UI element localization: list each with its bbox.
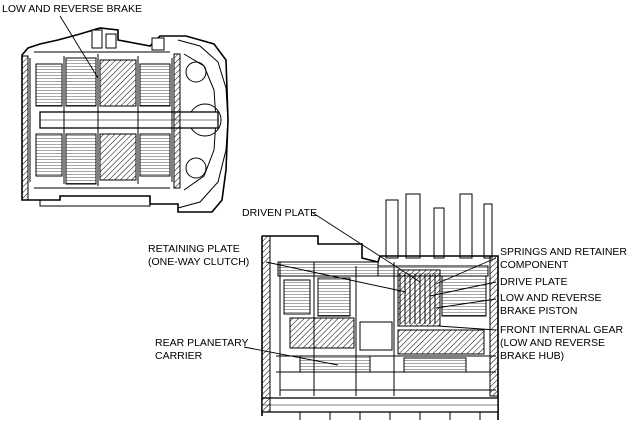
label-front-gear-line3: BRAKE HUB) [500,350,565,362]
detail-cross-section [261,193,499,420]
label-driven-plate: DRIVEN PLATE [242,207,318,219]
label-front-gear-line1: FRONT INTERNAL GEAR [500,324,624,336]
label-lr-piston-line2: BRAKE PISTON [500,305,578,317]
label-retaining-plate-line1: RETAINING PLATE [148,243,240,255]
brake-plate-stack [397,269,441,327]
label-rear-planetary-line2: CARRIER [155,350,203,362]
label-front-gear-line2: (LOW AND REVERSE [500,337,606,349]
label-retaining-plate-line2: (ONE-WAY CLUTCH) [148,256,250,268]
label-springs-retainer-line2: COMPONENT [500,259,569,271]
label-lr-piston-line1: LOW AND REVERSE [500,292,602,304]
overview-cross-section [21,27,229,213]
label-low-reverse-brake: LOW AND REVERSE BRAKE [2,3,143,15]
label-drive-plate: DRIVE PLATE [500,276,568,288]
label-rear-planetary-line1: REAR PLANETARY [155,337,249,349]
leader-lines [59,15,497,366]
label-springs-retainer-line1: SPRINGS AND RETAINER [500,246,627,258]
